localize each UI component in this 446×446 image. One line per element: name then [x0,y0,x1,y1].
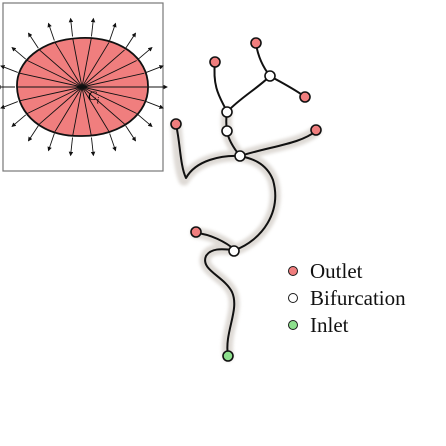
vessel-main [234,155,277,251]
radial-line [81,86,125,125]
inlet-node [222,350,234,362]
normal-arrow [109,133,117,152]
radial-line [39,86,83,125]
radial-line [81,60,137,88]
outlet-dot-icon [288,266,298,276]
normal-arrow [0,65,18,73]
normal-arrow [90,137,96,157]
bifurcation-node [228,245,240,257]
outlet-node [310,124,322,136]
radial-line [81,86,92,136]
bifurcation-dot-icon [288,293,298,303]
normal-arrow [90,17,96,37]
radial-lines [17,38,147,136]
legend-item-outlet: Outlet [288,258,363,284]
radial-line [19,86,83,102]
vessel-right-branch [239,130,317,157]
legend-label-inlet: Inlet [310,313,349,337]
normal-arrow [11,46,27,60]
radial-line [39,49,83,88]
legend-label-bifurcation: Bifurcation [310,286,406,310]
normal-arrow [28,125,39,142]
vessel-far-right [269,75,306,98]
radial-line [54,42,83,88]
normal-arrow [68,137,74,157]
legend-label-outlet: Outlet [310,259,363,283]
bifurcation-nodes [221,70,276,257]
outlet-node [299,91,311,103]
normal-arrow [125,32,136,49]
outlet-node [250,37,262,49]
normal-arrow [146,65,164,73]
vessel-upper-right [226,75,271,113]
radial-line [81,38,92,88]
bifurcation-node [234,150,246,162]
normal-arrow [28,32,39,49]
radial-line [19,72,83,88]
normal-arrows [0,17,168,157]
radial-line [81,86,145,102]
bifurcation-node [221,125,233,137]
inlet-dot-icon [288,320,298,330]
outlet-nodes [170,37,322,238]
radial-line [81,86,110,132]
normal-arrow [125,125,136,142]
cross-section [0,17,168,157]
inset-label: Ci [88,88,99,106]
normal-arrow [11,114,27,128]
radial-line [81,72,145,88]
inset-label-main: C [88,88,97,103]
legend-item-inlet: Inlet [288,312,348,338]
inset-label-subscript: i [96,95,100,106]
normal-arrow [68,17,74,37]
normal-arrow [47,22,55,41]
radial-line [72,38,83,88]
outlet-node [209,56,221,68]
normal-arrow [146,101,164,109]
outlet-node [190,226,202,238]
vessel-left-branch [175,124,241,179]
normal-arrow [0,101,18,109]
bifurcation-node [264,70,276,82]
legend-item-bifurcation: Bifurcation [288,285,406,311]
radial-line [27,60,83,88]
radial-line [81,86,137,114]
radial-line [81,42,110,88]
radial-line [81,49,125,88]
vessel-upper-left [213,61,228,113]
radial-line [54,86,83,132]
outlet-node [170,118,182,130]
normal-arrow [47,133,55,152]
radial-line [27,86,83,114]
bifurcation-node [221,106,233,118]
vessel-trunk [204,248,236,357]
normal-arrow [109,22,117,41]
radial-line [72,86,83,136]
normal-arrow [137,46,153,60]
normal-arrow [137,114,153,128]
